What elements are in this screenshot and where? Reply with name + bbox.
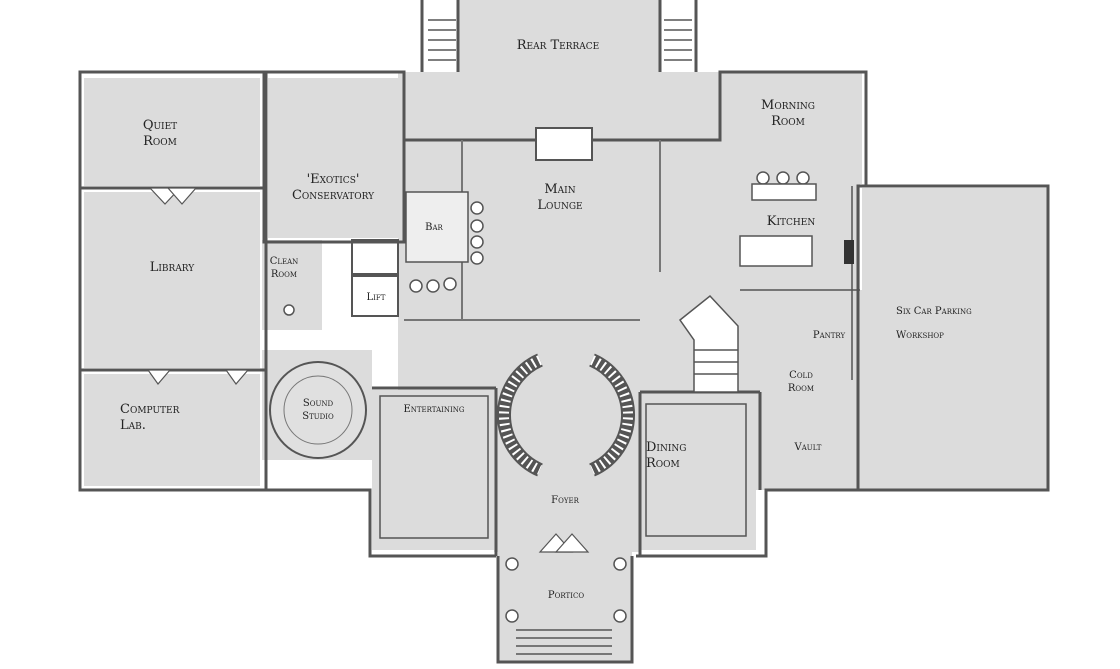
morning-room-line1: Morning	[761, 98, 815, 113]
sound-studio-line2: Studio	[302, 410, 334, 422]
morning-room-line2: Room	[771, 114, 805, 130]
cold-room-label: Cold Room	[776, 370, 826, 395]
portico-area	[498, 552, 632, 662]
six-car-parking-label: Six Car Parking Workshop	[896, 300, 1006, 348]
parking-area	[862, 188, 1048, 490]
morning-room-label: Morning Room	[738, 98, 838, 131]
library-label: Library	[149, 260, 195, 275]
conservatory-area	[268, 78, 398, 238]
exotics-conservatory-label: 'Exotics' Conservatory	[268, 172, 398, 205]
clean-room-line2: Room	[270, 268, 298, 280]
dining-room-line1: Dining	[646, 440, 687, 455]
sound-studio-line1: Sound	[302, 398, 334, 409]
dining-room-area	[640, 390, 756, 550]
rear-terrace-label: Rear Terrace	[516, 38, 600, 53]
quiet-room-line1: Quiet	[142, 118, 178, 133]
sound-studio-label: Sound Studio	[290, 398, 346, 423]
computer-lab-area	[84, 374, 260, 486]
computer-lab-line2: Lab.	[120, 418, 146, 434]
morning-room-area	[720, 72, 862, 184]
vault-label: Vault	[794, 442, 822, 453]
main-lounge-line2: Lounge	[537, 198, 583, 214]
dining-room-line2: Room	[646, 456, 680, 472]
conservatory-line1: 'Exotics'	[306, 172, 360, 187]
pantry-label: Pantry	[812, 330, 846, 341]
clean-room-line1: Clean	[269, 256, 299, 267]
entertaining-label: Entertaining	[403, 404, 465, 415]
quiet-room-area	[84, 78, 260, 186]
portico-label: Portico	[547, 590, 585, 601]
conservatory-line2: Conservatory	[291, 188, 375, 204]
cold-room-line2: Room	[787, 382, 815, 394]
quiet-room-line2: Room	[143, 134, 177, 150]
parking-line1: Six Car Parking	[896, 306, 972, 317]
library-area	[84, 192, 260, 368]
main-lounge-label: Main Lounge	[510, 182, 610, 215]
kitchen-label: Kitchen	[766, 214, 816, 229]
clean-room-label: Clean Room	[262, 256, 306, 281]
computer-lab-label: Computer Lab.	[120, 402, 220, 435]
bar-label: Bar	[425, 222, 443, 233]
foyer-label: Foyer	[551, 495, 579, 506]
entertaining-area	[372, 390, 494, 550]
clean-room-area	[262, 240, 322, 330]
computer-lab-line1: Computer	[120, 402, 180, 417]
parking-line2: Workshop	[896, 330, 944, 341]
quiet-room-label: Quiet Room	[120, 118, 200, 151]
dining-room-label: Dining Room	[646, 440, 716, 473]
cold-room-line1: Cold	[789, 370, 813, 381]
main-lounge-line1: Main	[544, 182, 576, 197]
lift-label: Lift	[366, 292, 386, 303]
